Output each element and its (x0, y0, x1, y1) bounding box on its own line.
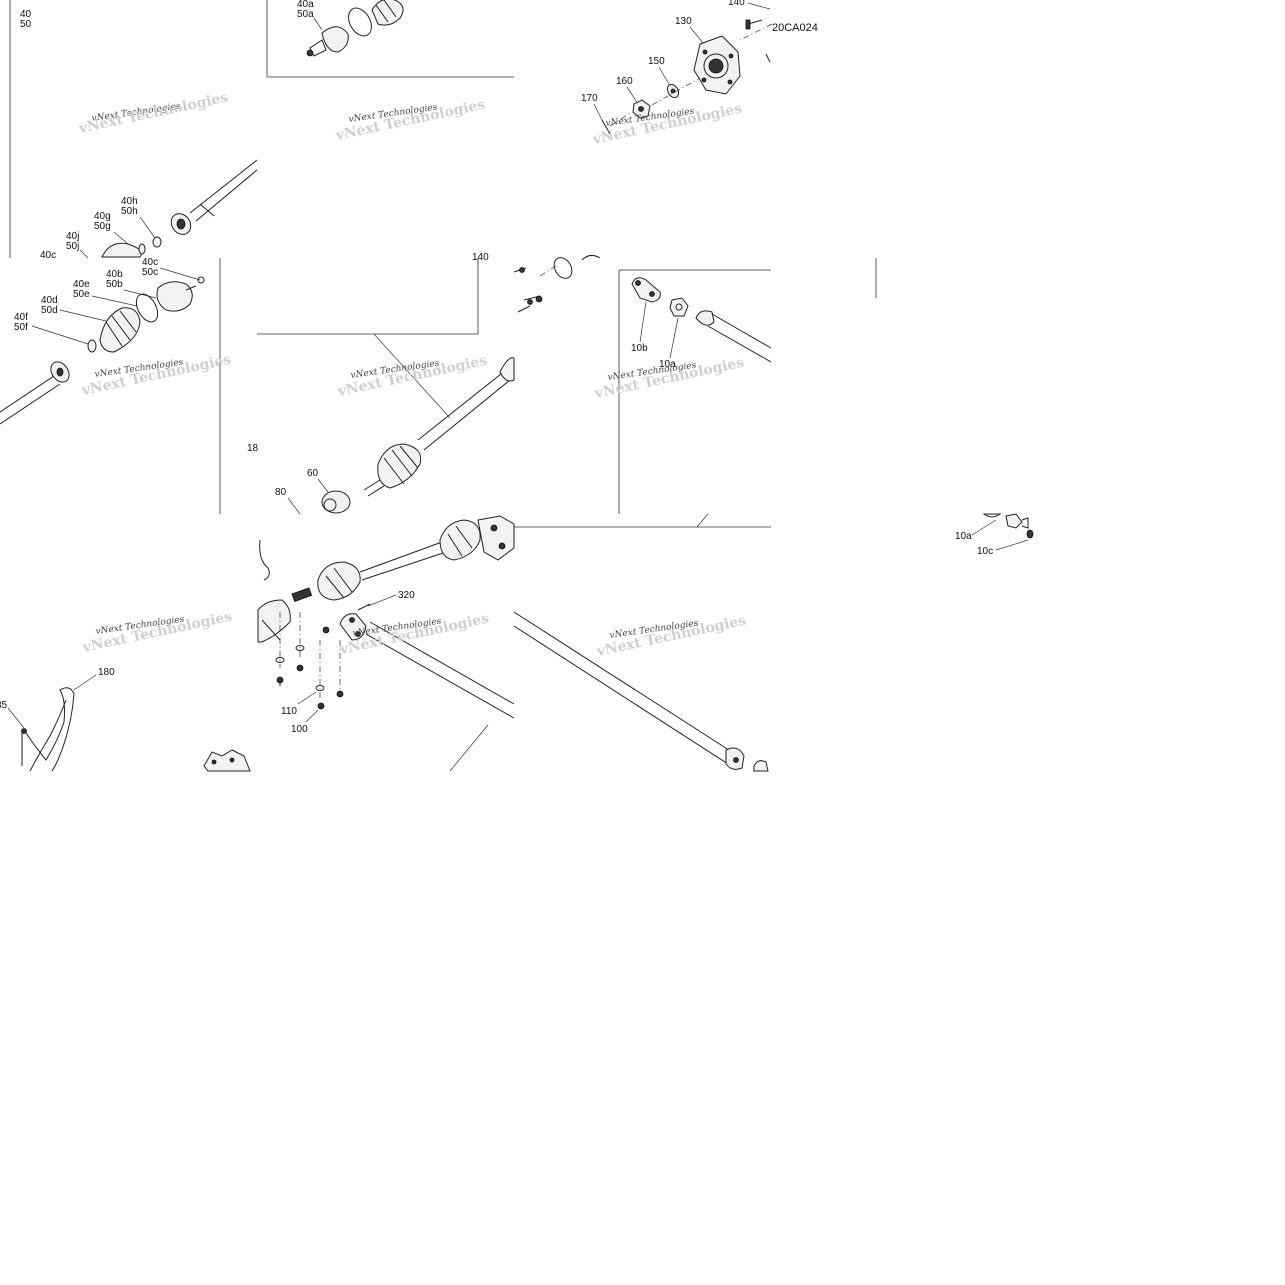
part-label: 50g (94, 221, 111, 232)
tile-top-right: 140 20CA024 130 150 160 (581, 0, 818, 148)
cv-joint-boot (101, 236, 162, 258)
part-label: 50f (14, 322, 28, 333)
tile-top-left: 40 50 40h 50h 40g 50g 40j 50j 40c vNext … (20, 9, 258, 261)
part-label: 18 (247, 443, 259, 454)
caliper-fragment (203, 749, 251, 772)
tile-bottom-left: 180 85 vNext Technologies vNext Technolo… (0, 609, 251, 772)
panel-frames (9, 0, 877, 772)
wheel-hub (693, 19, 773, 95)
drawing-code: 20CA024 (772, 22, 818, 34)
part-label: 50b (106, 279, 123, 290)
cross-spider (669, 297, 689, 317)
tile-center: 140 18 60 80 v (247, 252, 601, 515)
part-label: 40h (121, 196, 138, 207)
part-label: 10b (631, 343, 648, 354)
tile-far-right: 10a 10c (955, 513, 1034, 557)
part-label: 50e (73, 289, 90, 300)
part-label: 10a (955, 531, 972, 542)
part-label: 80 (275, 487, 287, 498)
part-label: 40b (106, 269, 123, 280)
prop-shaft (695, 310, 772, 363)
part-label: 40a (297, 0, 314, 10)
part-label: 160 (616, 76, 633, 87)
cotter-pin (601, 111, 633, 135)
part-label: 40c (40, 250, 56, 261)
hub-nut (632, 77, 701, 119)
part-label: 40d (41, 295, 58, 306)
prop-shaft-front (339, 603, 515, 719)
rear-axle-assembly (257, 515, 515, 643)
part-label: 50d (41, 305, 58, 316)
cv-joint-outer (306, 0, 404, 57)
part-label: 100 (291, 724, 308, 735)
bolts-upper (513, 254, 601, 313)
part-label: 140 (472, 252, 489, 263)
part-label: 110 (281, 706, 297, 717)
part-label: 130 (675, 16, 692, 27)
yoke (631, 277, 661, 303)
part-label: 40c (142, 257, 158, 268)
part-label: 150 (648, 56, 665, 67)
part-label: 40j (66, 231, 79, 242)
part-label: 60 (307, 468, 319, 479)
mounting-bolts (275, 612, 344, 710)
part-label: 180 (98, 667, 115, 678)
cable-line (21, 687, 75, 772)
tile-bottom-right: vNext Technologies vNext Technologies (513, 611, 769, 772)
cv-joint-exploded (87, 276, 205, 353)
part-label: 40 (20, 9, 32, 20)
part-label: 10a (659, 359, 676, 370)
part-label: 40g (94, 211, 111, 222)
tile-top-middle: 40a 50a vNext Technologies vNext Technol… (297, 0, 487, 144)
part-label: 10c (977, 546, 993, 557)
part-label: 40f (14, 312, 28, 323)
tile-middle-left: 40b 50b 40c 50c 40e 50e 40d 50d 40f 50f (0, 257, 233, 425)
part-label: 50j (66, 241, 79, 252)
axle-shaft (321, 357, 515, 514)
part-label: 50c (142, 267, 158, 278)
part-label: 85 (0, 700, 8, 711)
tile-bottom-center: 320 110 100 vNext Technologies vNext Tec… (257, 515, 515, 735)
part-label: 140 (728, 0, 745, 8)
part-label: 50a (297, 9, 314, 20)
part-label: 50h (121, 206, 138, 217)
drive-shaft (170, 159, 258, 235)
part-label: 50 (20, 19, 32, 30)
part-label: 170 (581, 93, 598, 104)
part-label: 40e (73, 279, 90, 290)
washer (666, 83, 680, 99)
drive-shaft (0, 361, 70, 425)
part-label: 320 (398, 590, 415, 601)
prop-shaft-long (513, 611, 769, 772)
